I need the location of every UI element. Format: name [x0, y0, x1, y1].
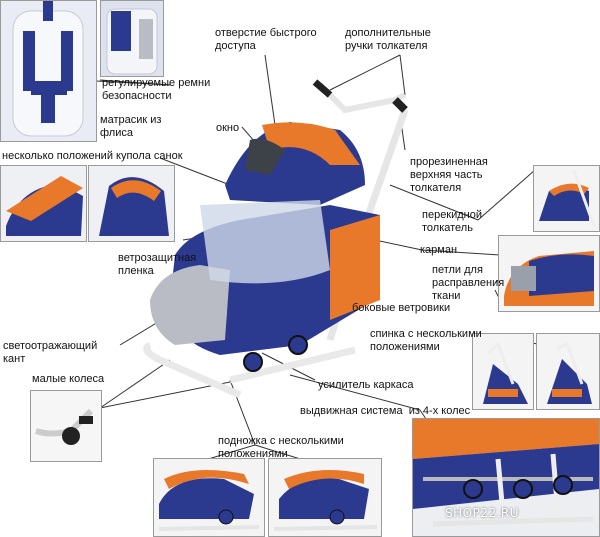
- label-wheel-system: выдвижная система из 4-х колес: [300, 405, 471, 417]
- label-fabric-loops: петли для расправления ткани: [432, 264, 505, 302]
- photo-canopy-position-2: [88, 165, 175, 242]
- photo-mattress: [100, 0, 164, 77]
- label-side-vents: боковые ветровики: [352, 302, 451, 314]
- label-frame-reinforcement: усилитель каркаса: [318, 379, 414, 391]
- label-small-wheels: малые колеса: [32, 373, 105, 385]
- watermark: SHOP22.RU: [445, 506, 520, 520]
- label-pocket: карман: [420, 244, 458, 256]
- photo-small-wheels: [30, 390, 102, 462]
- label-wind-film: ветрозащитная пленка: [118, 252, 197, 277]
- photo-safety-belts: [0, 0, 97, 142]
- label-fleece-mattress: матрасик из флиса: [100, 114, 162, 139]
- label-quick-access: отверстие быстрого доступа: [215, 27, 317, 52]
- photo-flip-handle: [533, 165, 600, 232]
- label-window: окно: [216, 122, 240, 134]
- photo-backrest-position-2: [536, 333, 600, 410]
- label-backrest-positions: спинка с несколькими положениями: [370, 328, 482, 353]
- label-extra-handles: дополнительные ручки толкателя: [345, 27, 431, 52]
- photo-wheel-system: [412, 418, 600, 537]
- label-flip-handle: перекидной толкатель: [422, 209, 483, 234]
- label-canopy-positions: несколько положений купола санок: [2, 150, 183, 162]
- label-reflective-edge: светоотражающий кант: [3, 340, 98, 365]
- photo-canopy-position-1: [0, 165, 87, 242]
- photo-footrest-position-1: [153, 458, 265, 537]
- photo-footrest-position-2: [268, 458, 382, 537]
- photo-pocket: [498, 235, 600, 312]
- label-footrest-positions: подножка с несколькими положениями: [218, 435, 344, 460]
- photo-backrest-position-1: [472, 333, 534, 410]
- label-rubber-handle: прорезиненная верхняя часть толкателя: [410, 156, 488, 194]
- label-safety-belts: регулируемые ремни безопасности: [102, 77, 211, 102]
